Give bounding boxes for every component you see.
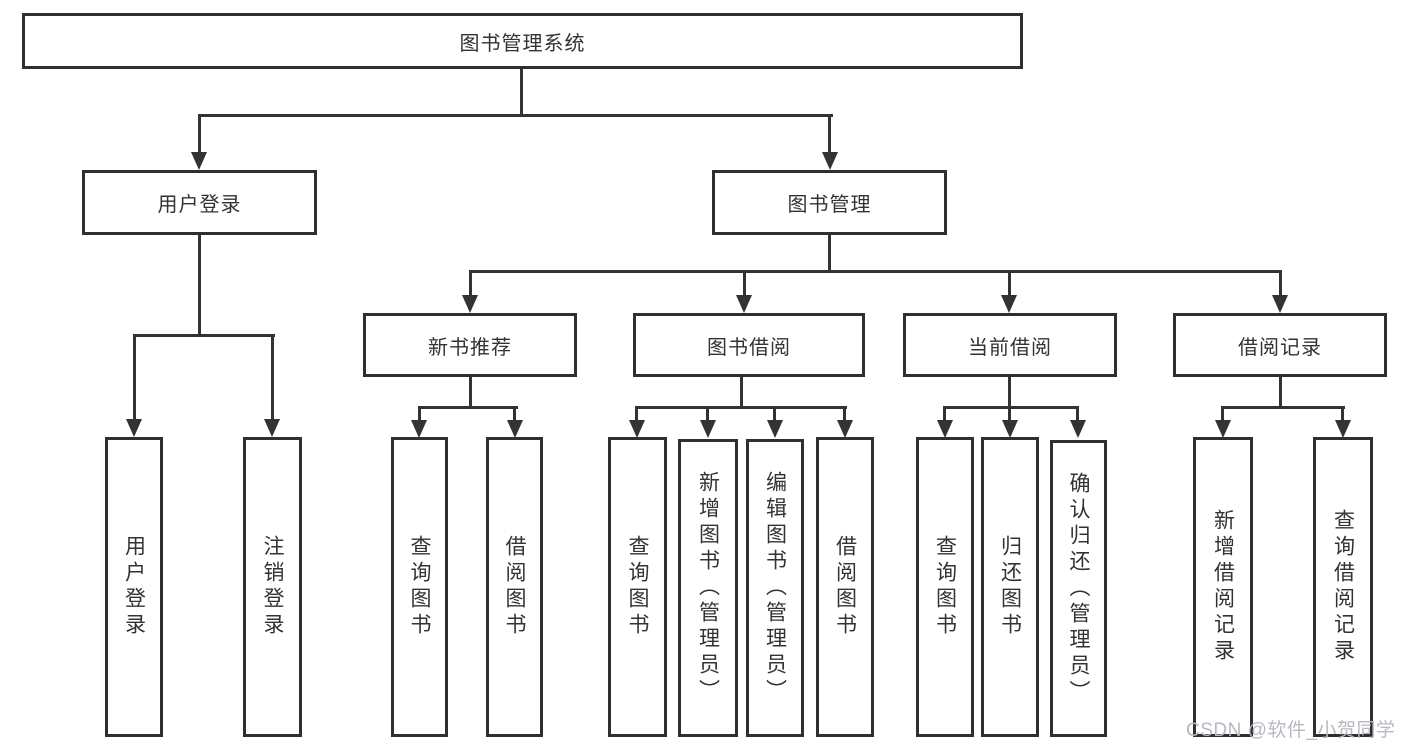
connector-arrow-query2 [635,406,638,422]
connector-arrow-edit-book [773,406,776,422]
arrowhead-borrow-records [1272,295,1288,313]
leaf-query-books-borrow-label: 查询图书 [626,535,649,639]
connector-recommend-bar [418,406,518,409]
arrowhead-query3 [937,420,953,438]
arrowhead-edit-book [767,420,783,438]
node-borrow-records-label: 借阅记录 [1238,336,1322,359]
node-book-borrow-label: 图书借阅 [707,336,791,359]
connector-arrow-borrow1 [513,406,516,422]
arrowhead-current-borrow [1001,295,1017,313]
leaf-query-books-current-label: 查询图书 [933,535,957,639]
connector-root-stem [520,69,523,116]
connector-arrow-add-record [1221,406,1224,422]
leaf-query-books-recommend-label: 查询图书 [408,535,431,639]
leaf-borrow-books-borrow-label: 借阅图书 [833,535,857,639]
connector-arrow-borrow2 [843,406,846,422]
leaf-borrow-books-recommend: 借阅图书 [486,437,543,737]
connector-current-bar [944,406,1079,409]
node-book-management: 图书管理 [712,170,947,235]
arrowhead-user-login [191,152,207,170]
arrowhead-book-borrow [736,295,752,313]
node-current-borrow: 当前借阅 [903,313,1117,377]
leaf-add-book-admin-label: 新增图书（管理员） [696,471,720,705]
leaf-add-book-admin: 新增图书（管理员） [678,439,738,737]
leaf-confirm-return-admin: 确认归还（管理员） [1050,440,1107,737]
leaf-query-books-current: 查询图书 [916,437,974,737]
connector-arrow-login-leaf [133,334,136,420]
connector-records-stem [1279,377,1282,409]
node-book-borrow: 图书借阅 [633,313,865,377]
node-new-book-recommend-label: 新书推荐 [428,336,512,359]
connector-stub-book-management [828,114,831,154]
connector-arrow-query1 [418,406,421,422]
leaf-add-borrow-record: 新增借阅记录 [1193,437,1253,737]
arrowhead-add-record [1215,420,1231,438]
arrowhead-new-book [462,295,478,313]
connector-root-bar [198,114,833,117]
connector-stub-user-login [198,114,201,154]
node-borrow-records: 借阅记录 [1173,313,1387,377]
connector-book-borrow-bar [636,406,847,409]
arrowhead-query1 [411,420,427,438]
arrowhead-return-book [1002,420,1018,438]
connector-book-management-stem [828,235,831,273]
leaf-borrow-books-borrow: 借阅图书 [816,437,874,737]
leaf-user-login-label: 用户登录 [122,535,146,639]
connector-arrow-logout-leaf [271,334,274,420]
leaf-query-borrow-record-label: 查询借阅记录 [1331,509,1355,665]
node-current-borrow-label: 当前借阅 [968,336,1052,359]
arrowhead-query2 [629,420,645,438]
leaf-return-book-label: 归还图书 [998,535,1022,639]
arrowhead-book-management [822,152,838,170]
connector-stub-new-book [469,270,472,297]
node-root-label: 图书管理系统 [459,32,586,55]
connector-recommend-stem [469,377,472,409]
leaf-query-books-recommend: 查询图书 [391,437,448,737]
connector-user-login-stem [198,235,201,337]
connector-arrow-add-book [706,406,709,422]
leaf-edit-book-admin: 编辑图书（管理员） [746,439,804,737]
leaf-edit-book-admin-label: 编辑图书（管理员） [763,471,787,705]
node-user-login-label: 用户登录 [157,194,242,216]
connector-arrow-query-record [1341,406,1344,422]
connector-current-stem [1008,377,1011,409]
arrowhead-borrow2 [837,420,853,438]
leaf-logout-label: 注销登录 [261,535,284,639]
leaf-query-books-borrow: 查询图书 [608,437,667,737]
connector-book-borrow-stem [740,377,743,409]
csdn-watermark: CSDN @软件_小贺同学 [1186,720,1396,741]
node-root-system: 图书管理系统 [22,13,1023,69]
leaf-user-login: 用户登录 [105,437,163,737]
connector-user-login-bar [133,334,275,337]
leaf-logout: 注销登录 [243,437,302,737]
connector-stub-current-borrow [1008,270,1011,297]
connector-arrow-return-book [1008,406,1011,422]
leaf-query-borrow-record: 查询借阅记录 [1313,437,1373,737]
connector-stub-borrow-records [1279,270,1282,297]
arrowhead-logout-leaf [264,419,280,437]
node-book-management-label: 图书管理 [787,194,872,216]
arrowhead-add-book [700,420,716,438]
arrowhead-confirm-return [1070,420,1086,438]
node-user-login: 用户登录 [82,170,317,235]
arrowhead-query-record [1335,420,1351,438]
leaf-add-borrow-record-label: 新增借阅记录 [1211,509,1235,665]
connector-records-bar [1222,406,1345,409]
leaf-return-book: 归还图书 [981,437,1039,737]
connector-stub-book-borrow [743,270,746,297]
connector-arrow-query3 [943,406,946,422]
connector-book-management-bar [469,270,1282,273]
connector-arrow-confirm-return [1076,406,1079,422]
node-new-book-recommend: 新书推荐 [363,313,577,377]
arrowhead-borrow1 [507,420,523,438]
leaf-confirm-return-admin-label: 确认归还（管理员） [1067,471,1090,706]
leaf-borrow-books-recommend-label: 借阅图书 [503,535,526,639]
arrowhead-login-leaf [126,419,142,437]
